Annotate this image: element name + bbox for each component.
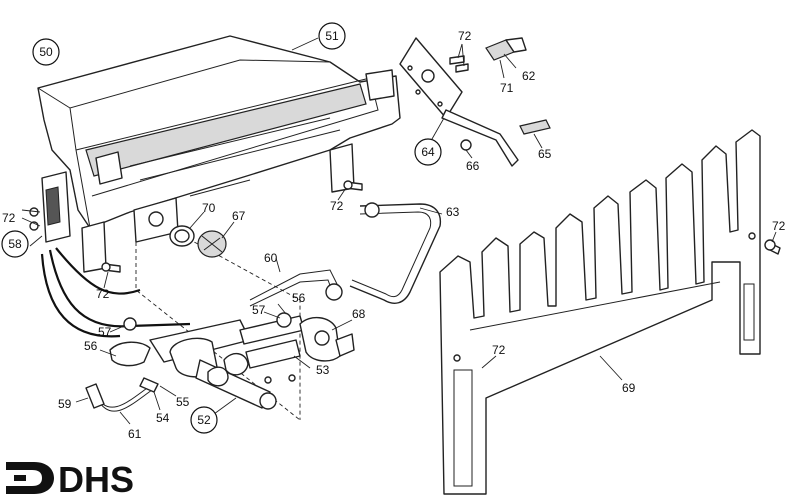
callout-53: 53 [316, 363, 330, 377]
callout-70: 70 [202, 201, 216, 215]
callout-72-fret: 72 [492, 343, 506, 357]
callout-52: 52 [190, 406, 218, 434]
callout-72-housing: 72 [330, 199, 344, 213]
svg-text:64: 64 [421, 145, 435, 159]
fire-fret [439, 129, 761, 495]
callout-72-left: 72 [2, 211, 16, 225]
logo-mark-icon [6, 462, 54, 494]
svg-text:52: 52 [197, 413, 211, 427]
callout-72-right: 72 [772, 219, 786, 233]
callout-64: 64 [414, 138, 442, 166]
svg-text:58: 58 [8, 237, 22, 251]
callout-71: 71 [500, 81, 514, 95]
control-assembly [21, 171, 71, 243]
logo-text: DHS [58, 459, 134, 500]
callout-68: 68 [352, 307, 366, 321]
burner-housing [37, 35, 401, 273]
callout-57-upper: 57 [252, 303, 266, 317]
dhs-logo: DHS [0, 455, 148, 500]
callout-55: 55 [176, 395, 190, 409]
pilot-tube [85, 377, 159, 412]
leader-lines [29, 37, 777, 425]
callout-58: 58 [1, 230, 29, 258]
seals [169, 225, 227, 258]
svg-text:51: 51 [325, 29, 339, 43]
callout-54: 54 [156, 411, 170, 425]
callout-62: 62 [522, 69, 536, 83]
electrode-bracket [399, 37, 551, 167]
callout-51: 51 [318, 22, 346, 50]
callout-50: 50 [32, 38, 60, 66]
callout-66: 66 [466, 159, 480, 173]
fittings [123, 312, 355, 387]
gas-pipe [249, 202, 442, 307]
callout-56-upper: 56 [292, 291, 306, 305]
svg-text:50: 50 [39, 45, 53, 59]
callout-56-lower: 56 [84, 339, 98, 353]
callout-72-bottom: 72 [96, 287, 110, 301]
callout-60: 60 [264, 251, 278, 265]
callout-65: 65 [538, 147, 552, 161]
callout-labels: 50 51 52 58 64 53 54 55 56 56 57 57 59 6… [1, 22, 786, 441]
ignition-wires [40, 247, 191, 338]
callout-59: 59 [58, 397, 72, 411]
callout-63: 63 [446, 205, 460, 219]
callout-67: 67 [232, 209, 246, 223]
callout-69: 69 [622, 381, 636, 395]
callout-57-lower: 57 [98, 325, 112, 339]
callout-72-bracket: 72 [458, 29, 472, 43]
callout-61: 61 [128, 427, 142, 441]
